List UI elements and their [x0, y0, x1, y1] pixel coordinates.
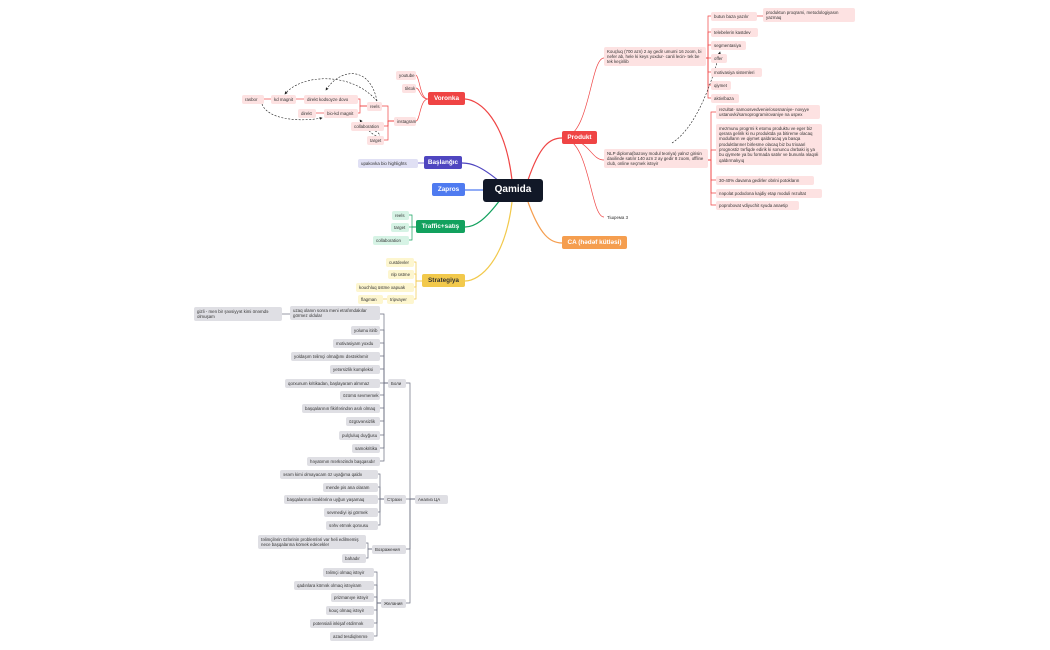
produkt-mezmunu[interactable]: mezmunu progrmi k etomu produktu ve eger… — [716, 124, 822, 165]
branch-traffic[interactable]: Traffic+satış — [416, 220, 465, 233]
link-traffic — [464, 199, 501, 228]
boli-item[interactable]: başqalarının fikirlərindən asılı olmaq — [302, 404, 380, 413]
produkt-motivasiya[interactable]: motivasiya sistemleri — [711, 68, 762, 77]
produkt-telebeler[interactable]: telebelerin kastdev — [711, 28, 758, 37]
boli-item[interactable]: özümü sevmemek — [340, 391, 380, 400]
analiz-cat-straxi[interactable]: Страхи — [384, 495, 406, 504]
boli-item[interactable]: yoldaşım təlimçi olmağımı dəstəkləmir — [291, 352, 380, 361]
traffic-collaboration[interactable]: collaboration — [373, 236, 409, 245]
voronka-instagram[interactable]: instagram — [394, 117, 416, 126]
link-strategiya — [464, 201, 513, 282]
traffic-target[interactable]: target — [391, 223, 409, 232]
boli-item[interactable]: motivasiyam yoxdu — [333, 339, 380, 348]
analiz-cat-zhelaniya[interactable]: Желания — [381, 599, 406, 608]
voronka-youtube[interactable]: youtube — [396, 71, 416, 80]
strategiya-tripvayer[interactable]: tripvayer — [387, 295, 414, 304]
strategiya-kouch[interactable]: kouchluq üstme xapuak — [356, 283, 414, 292]
analiz-root[interactable]: Анализ ЦА — [415, 495, 448, 504]
branch-produkt[interactable]: Produkt — [562, 131, 597, 144]
voronka-tiktok[interactable]: tiktok — [402, 84, 416, 93]
zhelaniya-item[interactable]: potensiali inkişaf etdirmək — [310, 619, 374, 628]
analiz-gizli[interactable]: gizli - men bir şəxsiyyət kimi önəmdə ol… — [194, 307, 282, 321]
produkt-poprobovat[interactable]: poprobovat vdiyuchit syuda anaetip — [716, 201, 799, 210]
vozrazh-item[interactable]: bahadır — [342, 554, 366, 563]
boli-item[interactable]: həyatımın mərkəzində başqasıdır — [307, 457, 380, 466]
straxi-item[interactable]: səhv etmək qorxusu — [326, 521, 378, 530]
strategiya-nlp[interactable]: nlp üstme — [388, 270, 414, 279]
analiz-uzaq[interactable]: uzaq olanın sonra meni etrafımdakılar gö… — [290, 306, 380, 320]
strategiya-custdevler[interactable]: custdevler — [386, 258, 414, 267]
produkt-aktiv[interactable]: aktiv/baza — [711, 94, 739, 103]
produkt-percent[interactable]: 30-40% davama gedirler obrini potokların — [716, 176, 814, 185]
voronka-kd-magnit[interactable]: kd magnit — [271, 95, 296, 104]
straxi-item[interactable]: sevmediyi işi görmek — [324, 508, 378, 517]
branch-baslangic[interactable]: Başlanğıc — [424, 156, 462, 169]
produkt-segmentasiya[interactable]: segmentasiya — [711, 41, 746, 50]
zhelaniya-item[interactable]: kouç olmaq istəyir — [326, 606, 374, 615]
strategiya-flagman[interactable]: flagman — [358, 295, 383, 304]
straxi-item[interactable]: başqalarının istəklərinə uyğun yaşamaq — [284, 495, 378, 504]
produkt-qiymet[interactable]: qiymet — [711, 81, 731, 90]
voronka-target[interactable]: target — [367, 136, 384, 145]
produkt-koucluq[interactable]: Kouçluq (700 azn) 2 ay gedir umumi 16 zo… — [604, 47, 706, 67]
zhelaniya-item[interactable]: azad tesdiqlənmə — [330, 632, 374, 641]
boli-item[interactable]: yolumu itirib — [351, 326, 380, 335]
traffic-reels[interactable]: reels — [392, 211, 409, 220]
analiz-cat-vozrazh[interactable]: Возражения — [372, 545, 406, 554]
link-ca — [527, 201, 563, 244]
analiz-cat-boli[interactable]: Боли — [388, 379, 406, 388]
zhelaniya-item[interactable]: prizmanıye istəyir — [331, 593, 374, 602]
branch-ca[interactable]: CA (hədəf kütləsi) — [562, 236, 627, 249]
boli-item[interactable]: özgüvənsizlik — [346, 417, 380, 426]
zhelaniya-item[interactable]: qadınlara kömək olmaq istəyiram — [294, 581, 374, 590]
produkt-nlp[interactable]: NLP diploma(bazovy modul teoriya) yalnız… — [604, 149, 708, 169]
boli-item[interactable]: qorxunum kritikadan, başlayaram almmaz — [285, 379, 380, 388]
branch-zapros[interactable]: Zapros — [432, 183, 465, 196]
central-topic[interactable]: Qamida — [483, 179, 543, 202]
voronka-rasbor[interactable]: rasbor — [242, 95, 264, 104]
produkt-rezultat[interactable]: rezultat- samoosvedvenie/ososnaniye- nov… — [716, 105, 820, 119]
vozrazh-item[interactable]: təlimçilərin özlərinin problemləri var h… — [258, 535, 366, 549]
zhelaniya-item[interactable]: təlimçi olmaq istəyir — [323, 568, 374, 577]
voronka-direkt-kod[interactable]: direkt kodsoyze dovo — [304, 95, 358, 104]
straxi-item[interactable]: əsəm kimi olmayacam öz uyağıma qaldıı — [280, 470, 378, 479]
baslangic-upakovka[interactable]: upakovka bio highlights — [358, 159, 418, 168]
produkt-nepolat[interactable]: nəpolat podxdona kajdiy etap moduli rezu… — [716, 189, 822, 198]
branch-strategiya[interactable]: Strategiya — [422, 274, 465, 287]
voronka-reels[interactable]: reels — [367, 102, 382, 111]
boli-item[interactable]: samokritika — [352, 444, 380, 453]
boli-item[interactable]: yetərsizlik kompleksi — [330, 365, 380, 374]
boli-item[interactable]: pulçluluq duyğusu — [339, 431, 380, 440]
produkt-offer[interactable]: offer — [711, 54, 727, 63]
branch-voronka[interactable]: Voronka — [428, 92, 465, 105]
produkt-butun-child[interactable]: produktun proqrami, metodologiyasın yazm… — [763, 8, 855, 22]
voronka-direkt[interactable]: direkt — [298, 109, 316, 118]
link-produkt — [527, 137, 563, 181]
link-voronka — [464, 98, 513, 181]
voronka-bio-kd[interactable]: bio-kd magnit — [324, 109, 358, 118]
straxi-item[interactable]: mende pis ana olaram — [323, 483, 378, 492]
voronka-collaboration[interactable]: collaboration — [351, 122, 384, 131]
produkt-tiz[interactable]: Tiшрема 3 — [607, 214, 629, 220]
produkt-butun[interactable]: butun baza yazılır — [711, 12, 757, 21]
